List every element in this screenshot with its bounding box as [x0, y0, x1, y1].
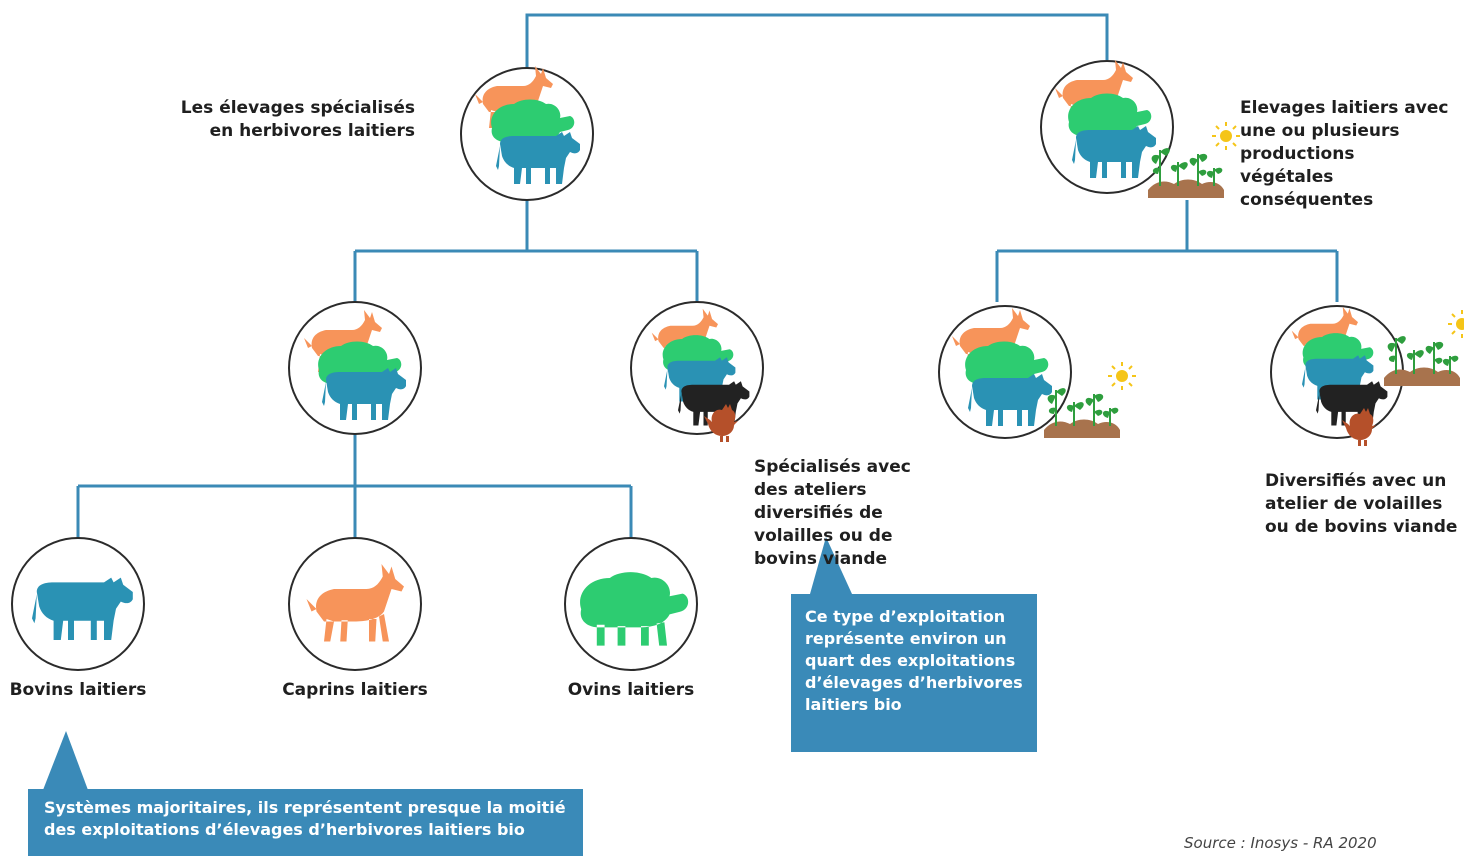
source-note: Source : Inosys - RA 2020 [1184, 834, 1377, 852]
callout-quarter: Ce type d’exploitation représente enviro… [791, 594, 1037, 752]
crop-icon [1383, 309, 1464, 387]
node-label-crops: Elevages laitiers avec une ou plusieurs … [1240, 98, 1449, 210]
callout-majority: Systèmes majoritaires, ils représentent … [28, 789, 583, 856]
node-label-specialised-diversified: Spécialisés avec des ateliers diversifié… [754, 457, 911, 569]
node-label-ovins: Ovins laitiers [567, 680, 695, 700]
node-label-bovins: Bovins laitiers [9, 680, 147, 700]
node-label-diversified: Diversifiés avec un atelier de volailles… [1265, 471, 1458, 537]
connector-lines [76, 13, 1339, 538]
callout-pointer [810, 537, 852, 594]
node-label-specialised: Les élevages spécialisés en herbivores l… [180, 98, 415, 141]
callout-pointer [43, 731, 88, 790]
node-label-caprins: Caprins laitiers [282, 680, 428, 700]
